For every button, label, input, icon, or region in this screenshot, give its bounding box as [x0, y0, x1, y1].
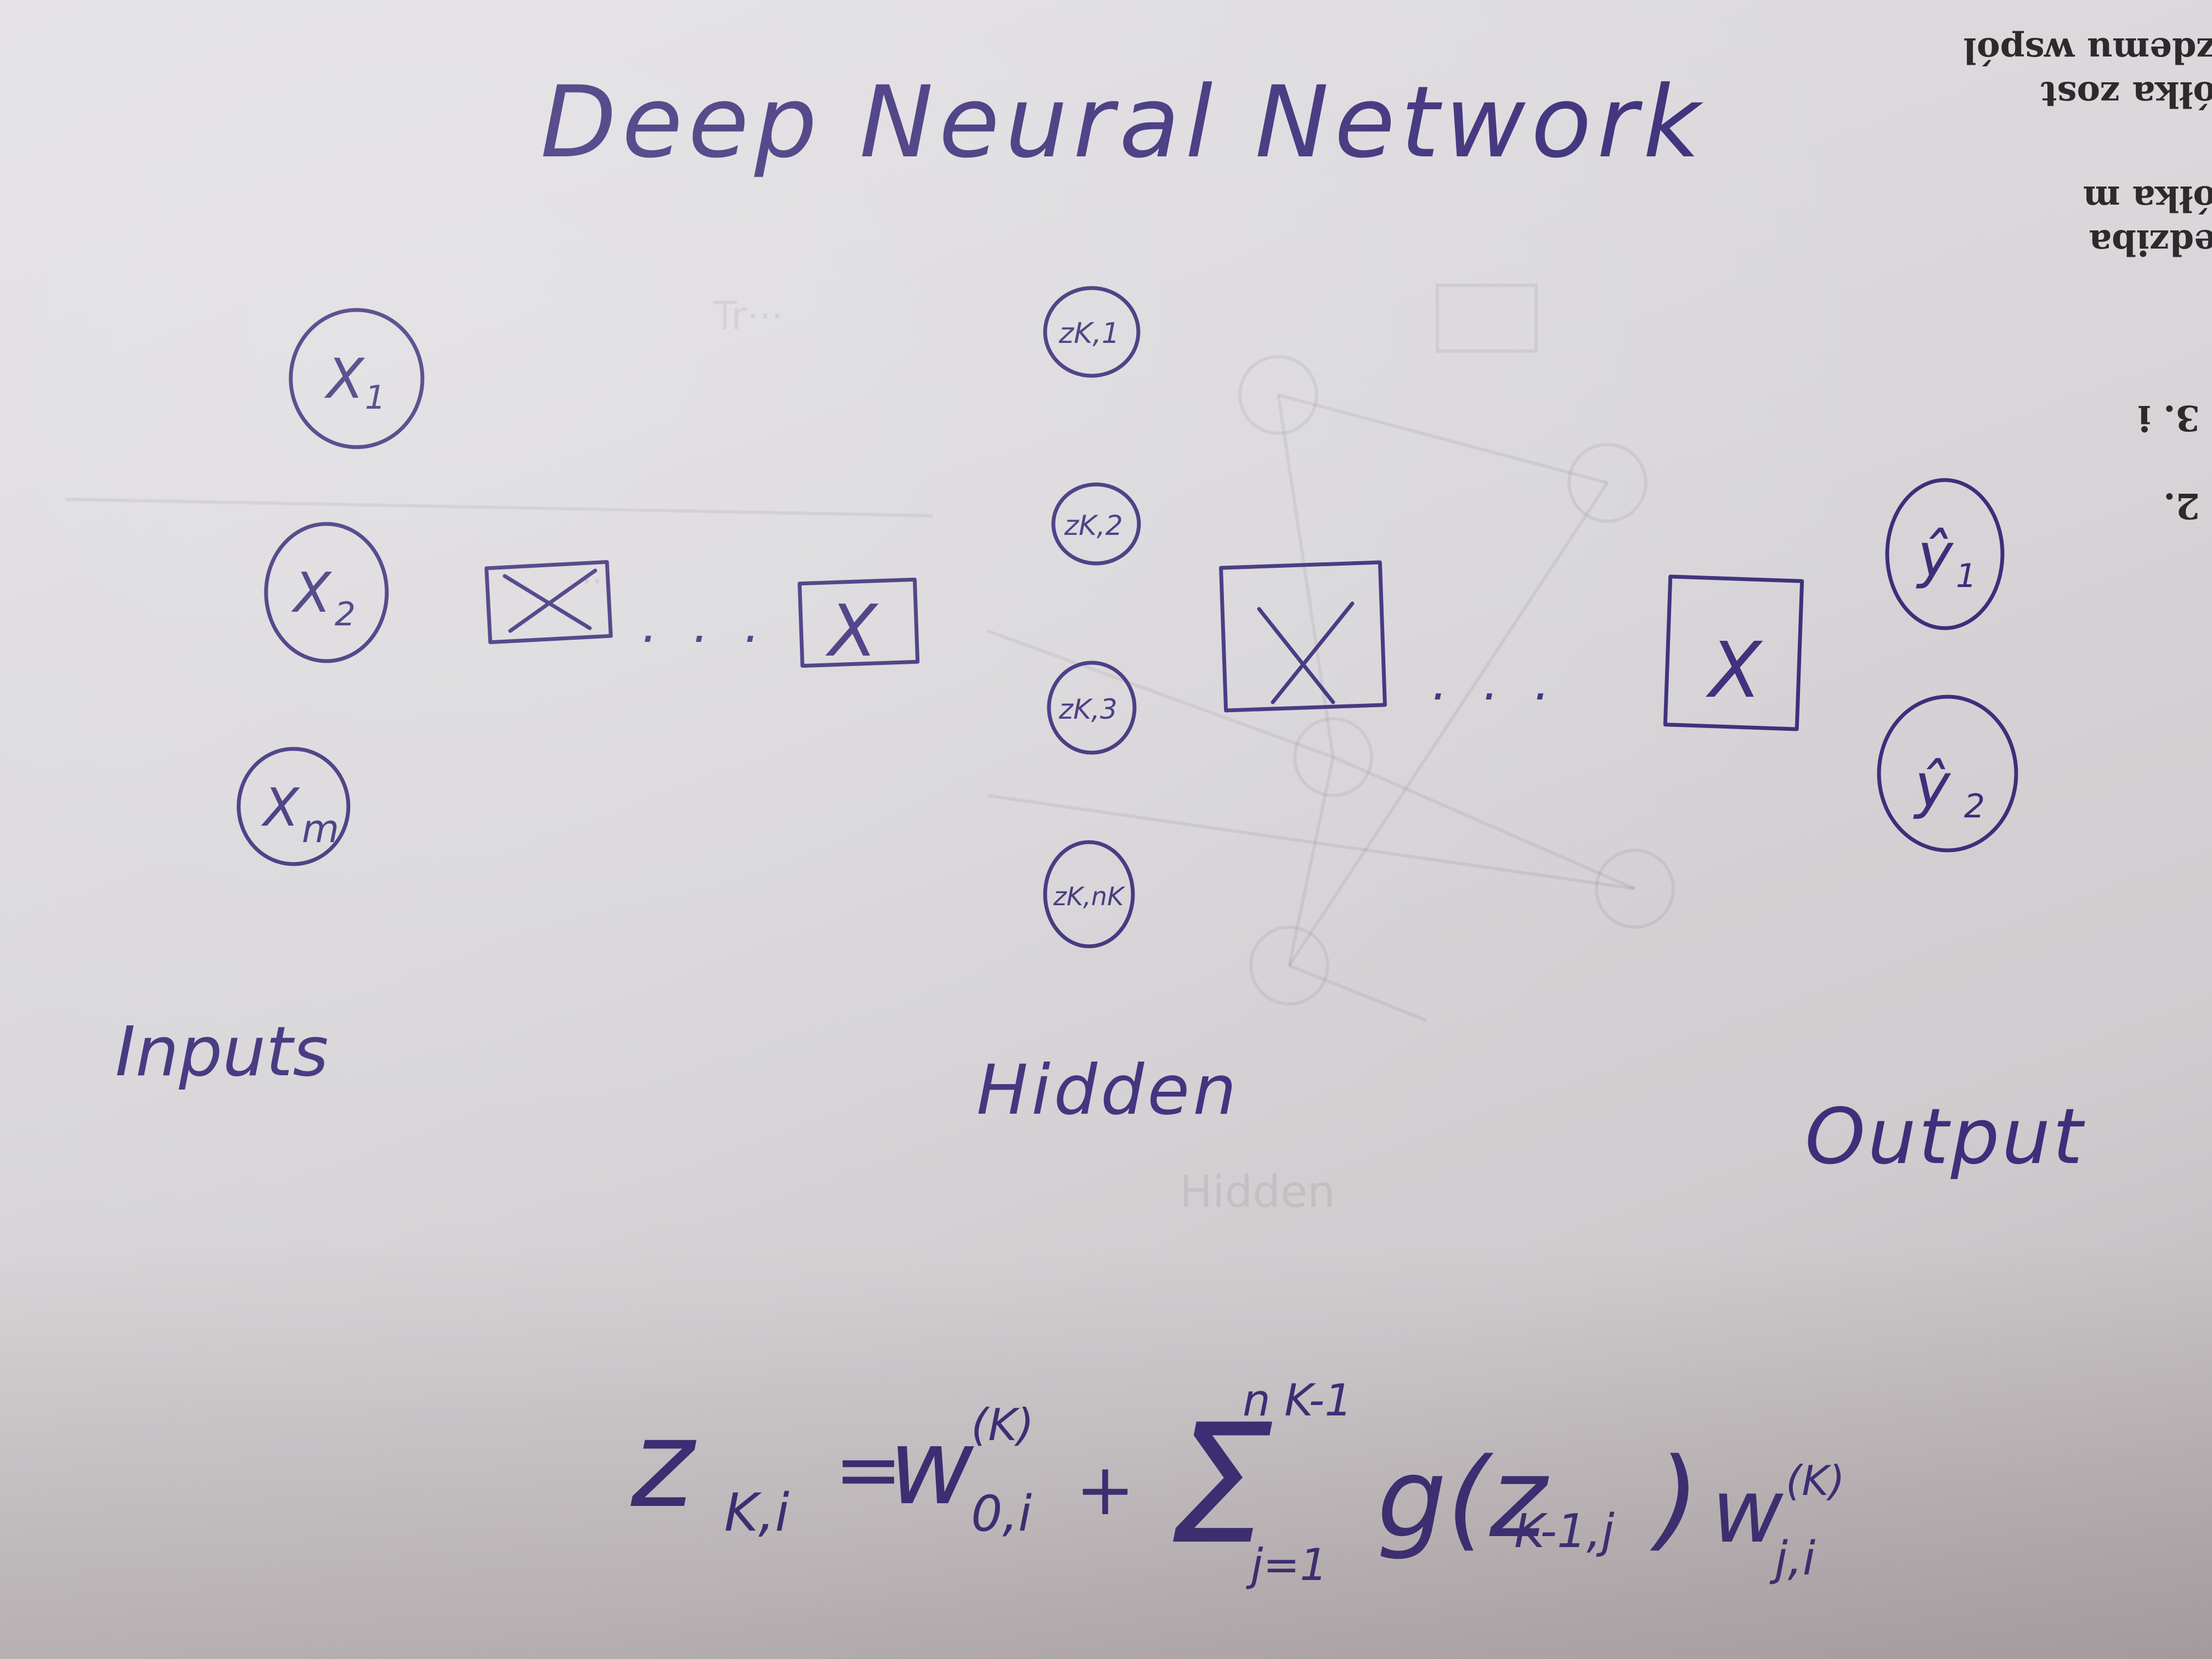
inputs-label: Inputs: [115, 1012, 329, 1092]
input-node-2: [264, 522, 389, 663]
input-node-1-sub: 1: [365, 379, 386, 417]
margin-line-4: 2.: [2163, 485, 2200, 526]
formula-sigma-lower: j=1: [1245, 1539, 1328, 1590]
hidden-node-nk-label: zK,nK: [1053, 882, 1126, 911]
input-node-m: [236, 747, 351, 866]
layer-box-4: [1663, 574, 1804, 731]
layer-box-1-cross-a: [503, 574, 592, 630]
left-layer-boxes: . . . X: [484, 560, 920, 673]
margin-line-3: 3. i: [2138, 397, 2200, 438]
formula-w0-sup: (K): [971, 1400, 1034, 1451]
svg-text:Tr···: Tr···: [713, 294, 783, 338]
layer-box-1: [484, 560, 613, 645]
formula-w0: w: [889, 1407, 974, 1528]
hidden-node-2: [1051, 482, 1141, 566]
formula-eq: =: [834, 1422, 903, 1517]
formula-g-close: ): [1650, 1435, 1700, 1562]
layer-box-3-cross-b: [1271, 601, 1355, 704]
hidden-node-3: [1047, 661, 1137, 755]
formula-sigma-upper: n K-1: [1243, 1375, 1352, 1426]
formula-g: g(z: [1377, 1435, 1549, 1562]
margin-line-2: ółka m: [2083, 178, 2212, 219]
output-node-1-sub: 1: [1956, 557, 1977, 595]
formula: z K,i = w 0,i (K) + Σ j=1 n K-1 g(z K-1,…: [630, 1375, 1845, 1590]
formula-w-sub: j,i: [1769, 1532, 1816, 1586]
formula-g-sub: K-1,j: [1514, 1504, 1615, 1559]
layer-box-2-symbol: X: [825, 589, 879, 673]
formula-sigma: Σ: [1169, 1389, 1274, 1581]
formula-w-sup: (K): [1786, 1457, 1845, 1505]
ellipsis-2: . . .: [1432, 654, 1560, 712]
margin-line-5: ółka zost: [2041, 74, 2212, 115]
bleed-through: Tr··· Hidden ···: [65, 284, 1675, 1217]
formula-plus: +: [1075, 1448, 1135, 1531]
hidden-node-1-label: zK,1: [1058, 317, 1120, 350]
output-node-1: [1885, 478, 2005, 630]
input-layer: X 1 X 2 X m Inputs: [115, 308, 425, 1092]
diagram-title: Deep Neural Network: [540, 65, 1706, 180]
input-node-2-label: X: [291, 561, 332, 625]
input-node-m-sub: m: [302, 806, 339, 851]
hidden-label: Hidden: [977, 1051, 1240, 1130]
input-node-1-label: X: [324, 347, 365, 411]
hidden-node-3-label: zK,3: [1058, 693, 1118, 725]
hidden-node-nk: [1043, 840, 1135, 949]
margin-print: zdemu wspól ółka zost ółka m edziba 3. i…: [1963, 30, 2212, 526]
margin-line-6: zdemu wspól: [1963, 30, 2212, 71]
formula-w: w: [1712, 1460, 1784, 1562]
output-node-2-sub: 2: [1964, 787, 1985, 826]
input-node-2-sub: 2: [335, 595, 356, 634]
output-node-2-label: ŷ: [1913, 751, 1951, 821]
layer-box-2: [797, 577, 920, 668]
hidden-node-1: [1043, 286, 1141, 378]
formula-w0-sub: 0,i: [971, 1485, 1032, 1543]
output-label: Output: [1805, 1092, 2085, 1182]
margin-line-1: edziba: [2089, 222, 2212, 263]
formula-lhs-sub: K,i: [724, 1483, 789, 1543]
input-node-m-label: X: [261, 778, 300, 838]
layer-box-3-cross-a: [1257, 607, 1335, 704]
input-node-1: [289, 308, 425, 449]
layer-box-4-symbol: X: [1705, 626, 1763, 715]
right-layer-boxes: . . . X: [1219, 560, 1804, 731]
layer-box-3: [1219, 560, 1387, 713]
output-node-1-label: ŷ: [1916, 520, 1954, 590]
hidden-layer: zK,1 zK,2 zK,3 zK,nK Hidden: [977, 286, 1240, 1130]
output-layer: ŷ 1 ŷ 2 Output: [1805, 478, 2085, 1182]
ellipsis-1: . . .: [642, 596, 770, 654]
layer-box-1-cross-b: [508, 568, 597, 633]
hidden-node-2-label: zK,2: [1064, 510, 1123, 541]
svg-text:Hidden: Hidden: [1180, 1166, 1335, 1217]
output-node-2: [1877, 695, 2018, 853]
formula-lhs: z: [630, 1394, 697, 1534]
